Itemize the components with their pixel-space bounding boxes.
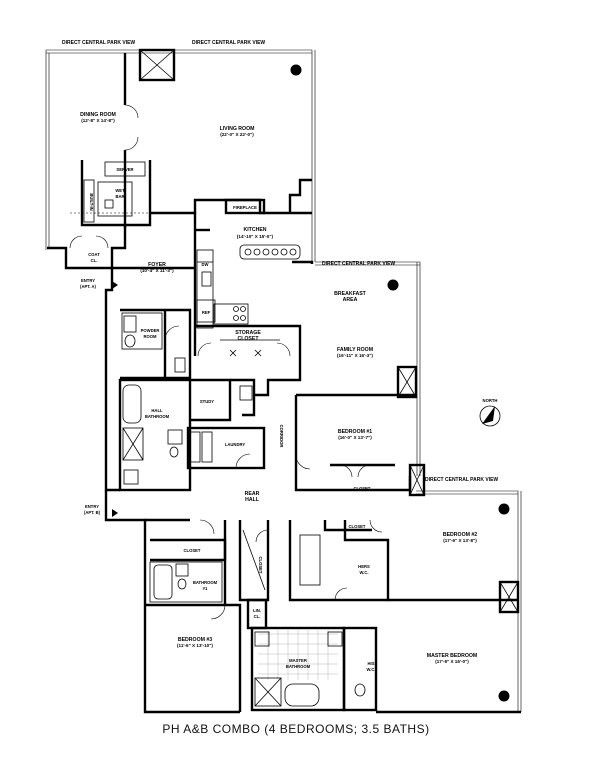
bedroom1-label: BEDROOM #1 — [338, 429, 372, 435]
ref-label: REF — [202, 310, 211, 315]
north-label: NORTH — [483, 398, 498, 403]
dining-room-dim: (12'-8" X 14'-8") — [81, 118, 115, 123]
bathroom1-label-1: BATHROOM — [193, 580, 218, 585]
wetbar-label-2: BAR — [115, 194, 124, 199]
dining-room-label: DINING ROOM — [80, 112, 116, 118]
study-label: STUDY — [200, 399, 214, 404]
laundry — [186, 426, 266, 470]
entry-a-label-1: ENTRY — [81, 278, 95, 283]
dining-door-swing[interactable] — [124, 104, 139, 119]
bedroom1-walls — [294, 395, 426, 497]
linen-closet-label-2: CL. — [254, 614, 261, 619]
storage-closet — [195, 324, 302, 357]
hall-bath-label-1: HALL — [151, 408, 163, 413]
master-bedroom-label: MASTER BEDROOM — [427, 653, 477, 659]
hall-bath — [118, 378, 192, 492]
wetbar-label-1: WET — [115, 188, 125, 193]
entry-a-arrow — [112, 281, 118, 289]
column-marker — [290, 64, 302, 76]
kitchen-island-stools — [244, 248, 297, 256]
breakfast-label-1: BREAKFAST — [334, 291, 367, 297]
storage-closet-label-1: STORAGE — [235, 330, 261, 336]
his-wc — [342, 626, 378, 712]
linen-closet-label-1: LIN. — [253, 608, 261, 613]
powder-room-label-2: ROOM — [143, 334, 157, 339]
family-wing-walls — [254, 261, 421, 476]
closet2-label: CLOSET — [184, 548, 201, 553]
foyer-label: FOYER — [148, 262, 166, 268]
coat-closet — [69, 235, 109, 249]
powder-room — [121, 312, 186, 373]
entry-b-arrow — [112, 509, 118, 517]
dw-label: DW — [202, 262, 209, 267]
bedroom2-dim: (17'-6" X 13'-8") — [443, 538, 477, 543]
master-column — [498, 690, 510, 702]
kitchen-dim: (14'-10" X 15'-0") — [237, 234, 274, 239]
foyer-dim: (10'-4" X 11'-3") — [140, 268, 174, 273]
breakfast-column — [387, 279, 399, 291]
master-bathroom — [250, 626, 346, 712]
powder-room-label-1: POWDER — [141, 328, 160, 333]
living-room-label: LIVING ROOM — [220, 126, 255, 132]
living-room-dim: (22'-0" X 22'-0") — [220, 132, 254, 137]
rear-hall-label-1: REAR — [245, 491, 260, 497]
southeast-walls — [376, 490, 522, 714]
entry-a-label-2: (APT. A) — [80, 284, 97, 289]
fireplace — [224, 198, 266, 215]
hers-wc-label-1: HERS — [358, 564, 370, 569]
bedroom2-column — [498, 503, 510, 515]
master-bath-label-1: MASTER — [289, 658, 307, 663]
bedroom2-label: BEDROOM #2 — [443, 532, 477, 538]
fireplace-label: FIREPLACE — [233, 205, 257, 210]
entry-b-label-2: (APT. B) — [84, 510, 101, 515]
view-label-breakfast: DIRECT CENTRAL PARK VIEW — [322, 261, 395, 267]
south-wing-walls — [104, 490, 270, 714]
plan-caption: PH A&B COMBO (4 BEDROOMS; 3.5 BATHS) — [162, 722, 429, 736]
master-bedroom-dim: (17'-9" X 16'-0") — [435, 659, 469, 664]
bedroom3-dim: (11'-6" X 13'-10") — [177, 643, 213, 648]
rear-hall-label-2: HALL — [245, 497, 260, 503]
north-arrow-icon — [479, 405, 501, 427]
his-wc-label-2: W.C. — [366, 667, 375, 672]
bedroom1-dim: (16'-0" X 13'-7") — [338, 435, 372, 440]
entry-b-label-1: ENTRY — [85, 504, 99, 509]
laundry-label: LAUNDRY — [225, 442, 246, 447]
closet3-label: CLOSET — [258, 557, 263, 574]
north-wing-walls — [45, 48, 316, 270]
coat-closet-label-1: COAT — [88, 252, 100, 257]
storage-closet-label-2: CLOSET — [237, 336, 259, 342]
master-bath-label-2: BATHROOM — [286, 664, 311, 669]
closet4-label: CLOSET — [349, 524, 366, 529]
hers-wc-label-2: W.C. — [359, 570, 368, 575]
view-label-dining: DIRECT CENTRAL PARK VIEW — [62, 40, 135, 46]
server-label: SERVER — [116, 167, 133, 172]
hall-bath-label-2: BATHROOM — [145, 414, 170, 419]
his-wc-label-1: HIS — [368, 661, 375, 666]
server-wetbar — [80, 160, 152, 227]
hers-wc — [288, 519, 390, 602]
bathroom1-label-2: #1 — [203, 586, 208, 591]
bathroom1 — [149, 561, 223, 603]
view-label-living: DIRECT CENTRAL PARK VIEW — [192, 40, 265, 46]
kitchen-walls — [193, 213, 314, 356]
coat-closet-label-2: CL. — [91, 258, 98, 263]
view-label-bedroom2: DIRECT CENTRAL PARK VIEW — [425, 477, 498, 483]
kitchen-label: KITCHEN — [243, 227, 266, 233]
family-room-label: FAMILY ROOM — [337, 347, 373, 353]
builtin-label: BUILT-IN — [89, 193, 94, 210]
bedroom3-label: BEDROOM #3 — [178, 637, 212, 643]
corridor-label: CORRIDOR — [279, 425, 284, 448]
family-room-dim: (16'-11" X 16'-3") — [337, 353, 373, 358]
study — [190, 378, 256, 422]
closet1-label: CLOSET — [354, 486, 371, 491]
breakfast-label-2: AREA — [343, 297, 358, 303]
